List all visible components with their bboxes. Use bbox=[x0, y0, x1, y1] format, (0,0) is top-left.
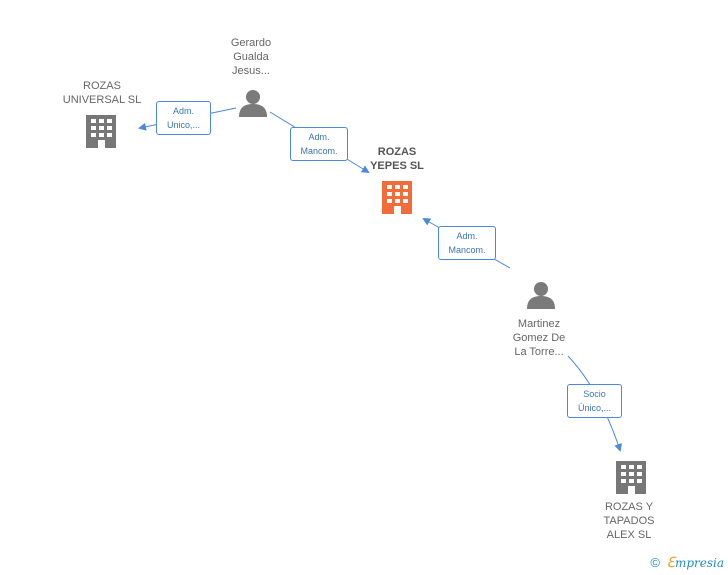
empresia-logo[interactable]: ℇmpresia bbox=[666, 555, 724, 571]
relation-badge: Socio Único,... bbox=[567, 384, 622, 418]
company-label-rozas-universal[interactable]: ROZAS UNIVERSAL SL bbox=[62, 80, 142, 106]
relation-badge: Adm. Mancom. bbox=[290, 127, 348, 161]
building-icon[interactable] bbox=[86, 115, 116, 148]
person-icon[interactable] bbox=[527, 282, 555, 309]
empresia-footer: © ℇmpresia bbox=[650, 555, 724, 571]
relation-badge: Adm. Mancom. bbox=[438, 226, 496, 260]
relation-badge: Adm. Unico,... bbox=[156, 101, 211, 135]
company-label-rozas-yepes[interactable]: ROZAS YEPES SL bbox=[370, 146, 424, 172]
building-focus-icon[interactable] bbox=[382, 181, 412, 214]
company-label-rozas-tapados[interactable]: ROZAS Y TAPADOS ALEX SL bbox=[603, 501, 655, 541]
copyright-icon: © bbox=[650, 555, 660, 570]
building-icon[interactable] bbox=[616, 461, 646, 494]
brand-initial: ℇ bbox=[666, 555, 675, 571]
person-label-gerardo[interactable]: Gerardo Gualda Jesus... bbox=[230, 37, 272, 77]
brand-text: mpresia bbox=[674, 556, 724, 570]
person-icon[interactable] bbox=[239, 90, 267, 117]
person-label-martinez[interactable]: Martinez Gomez De La Torre... bbox=[512, 318, 566, 358]
